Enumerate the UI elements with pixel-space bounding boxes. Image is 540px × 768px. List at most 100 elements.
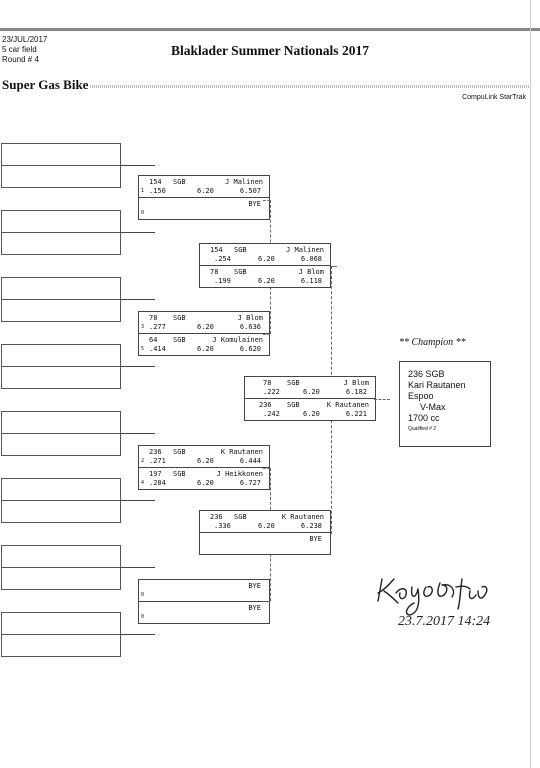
entry-box [1, 500, 121, 523]
reaction-time: .336 [214, 522, 231, 530]
entry-box [1, 299, 121, 322]
lane-bottom: BYE 0 [139, 601, 269, 623]
bracket-stub [121, 366, 155, 367]
car-class: SGB [287, 401, 300, 409]
elapsed-time: 6.238 [300, 522, 322, 530]
entry-box [1, 277, 121, 300]
lane-top: 236 SGB K Rautanen .336 6.20 6.238 [200, 511, 330, 532]
bracket-stub [121, 299, 155, 300]
bracket-connector [263, 200, 270, 201]
signature: 23.7.2017 14:24 [377, 578, 490, 629]
entry-box [1, 567, 121, 590]
elapsed-time: 6.620 [239, 345, 261, 353]
entry-box [1, 210, 121, 233]
entry-box [1, 545, 121, 568]
racer-name: J Malinen [286, 246, 324, 254]
lane-top: 154 SGB J Malinen .254 6.20 6.068 [200, 244, 330, 265]
bracket-connector [263, 468, 270, 469]
bracket-stub [121, 634, 155, 635]
lane-top: 78 SGB J Blom .222 6.20 6.182 [245, 377, 375, 398]
bracket-stub [121, 567, 155, 568]
elapsed-time: 6.444 [239, 457, 261, 465]
entry-box [1, 366, 121, 389]
final-match: 78 SGB J Blom .222 6.20 6.182 236 SGB K … [244, 376, 376, 421]
reaction-time: .222 [263, 388, 280, 396]
reaction-time: .150 [149, 187, 166, 195]
top-rule [0, 28, 540, 31]
reaction-time: .414 [149, 345, 166, 353]
r1-match-2: 78 SGB J Blom 3 .277 6.20 6.636 64 SGB J… [138, 311, 270, 356]
dial-in: 6.20 [197, 479, 214, 487]
car-class: SGB [234, 246, 247, 254]
reaction-time: .199 [214, 277, 231, 285]
champion-machine: V-Max [420, 402, 446, 412]
car-class: SGB [173, 314, 186, 322]
entry-box [1, 165, 121, 188]
dial-in: 6.20 [197, 323, 214, 331]
r1-match-3: 236 SGB K Rautanen 2 .271 6.20 6.444 197… [138, 445, 270, 490]
car-number: 78 [210, 268, 219, 276]
r2-match-2: 236 SGB K Rautanen .336 6.20 6.238 BYE [199, 510, 331, 555]
reaction-time: .242 [263, 410, 280, 418]
racer-name: K Rautanen [220, 448, 263, 456]
bye-label: BYE [248, 200, 261, 208]
racer-name: J Blom [343, 379, 369, 387]
entry-box [1, 232, 121, 255]
car-class: SGB [287, 379, 300, 387]
car-number: 197 [149, 470, 162, 478]
champion-name: Kari Rautanen [408, 380, 466, 390]
entry-box [1, 433, 121, 456]
racer-name: J Blom [298, 268, 324, 276]
elapsed-time: 6.507 [239, 187, 261, 195]
lane-top: 78 SGB J Blom 3 .277 6.20 6.636 [139, 312, 269, 333]
car-class: SGB [234, 268, 247, 276]
lane-bottom: 236 SGB K Rautanen .242 6.20 6.221 [245, 398, 375, 420]
champion-label: ** Champion ** [399, 337, 466, 348]
car-number: 78 [263, 379, 272, 387]
dial-in: 6.20 [197, 345, 214, 353]
header-info: 23/JUL/2017 5 car field Round # 4 [2, 35, 47, 65]
page-edge [530, 0, 531, 768]
bracket-connector [331, 266, 332, 400]
bracket-stub [121, 433, 155, 434]
racer-name: K Rautanen [281, 513, 324, 521]
car-number: 236 [210, 513, 223, 521]
bracket-connector [331, 266, 337, 267]
car-number: 154 [149, 178, 162, 186]
car-class: SGB [173, 336, 186, 344]
lane-number: 3 [141, 324, 145, 330]
field-size: 5 car field [2, 45, 37, 54]
champion-city: Espoo [408, 391, 434, 401]
event-title: Blaklader Summer Nationals 2017 [171, 43, 369, 58]
lane-bottom: BYE [200, 532, 330, 554]
car-number: 64 [149, 336, 158, 344]
car-number: 78 [149, 314, 158, 322]
entry-box [1, 634, 121, 657]
dial-in: 6.20 [258, 255, 275, 263]
r1-match-1: 154 SGB J Malinen 1 .150 6.20 6.507 BYE … [138, 175, 270, 220]
lane-bottom: 64 SGB J Komulainen 5 .414 6.20 6.620 [139, 333, 269, 355]
bracket-connector [263, 334, 270, 335]
reaction-time: .284 [149, 479, 166, 487]
lane-number: 0 [141, 592, 145, 598]
bye-label: BYE [248, 604, 261, 612]
lane-top: 236 SGB K Rautanen 2 .271 6.20 6.444 [139, 446, 269, 467]
bracket-connector [270, 534, 271, 601]
racer-name: J Malinen [225, 178, 263, 186]
software-brand: CompuLink StarTrak [462, 94, 526, 101]
r2-match-1: 154 SGB J Malinen .254 6.20 6.068 78 SGB… [199, 243, 331, 288]
reaction-time: .271 [149, 457, 166, 465]
class-rule [90, 85, 530, 88]
bracket-stub [121, 165, 155, 166]
lane-bottom: 78 SGB J Blom .199 6.20 6.118 [200, 265, 330, 287]
bracket-connector [270, 267, 271, 334]
dial-in: 6.20 [197, 457, 214, 465]
bracket-stub [121, 500, 155, 501]
champion-engine: 1700 cc [408, 413, 440, 423]
racer-name: J Heikkonen [216, 470, 263, 478]
bracket-connector [270, 200, 271, 267]
lane-top: 154 SGB J Malinen 1 .150 6.20 6.507 [139, 176, 269, 197]
entry-box [1, 143, 121, 166]
bracket-connector [331, 400, 332, 534]
reaction-time: .277 [149, 323, 166, 331]
